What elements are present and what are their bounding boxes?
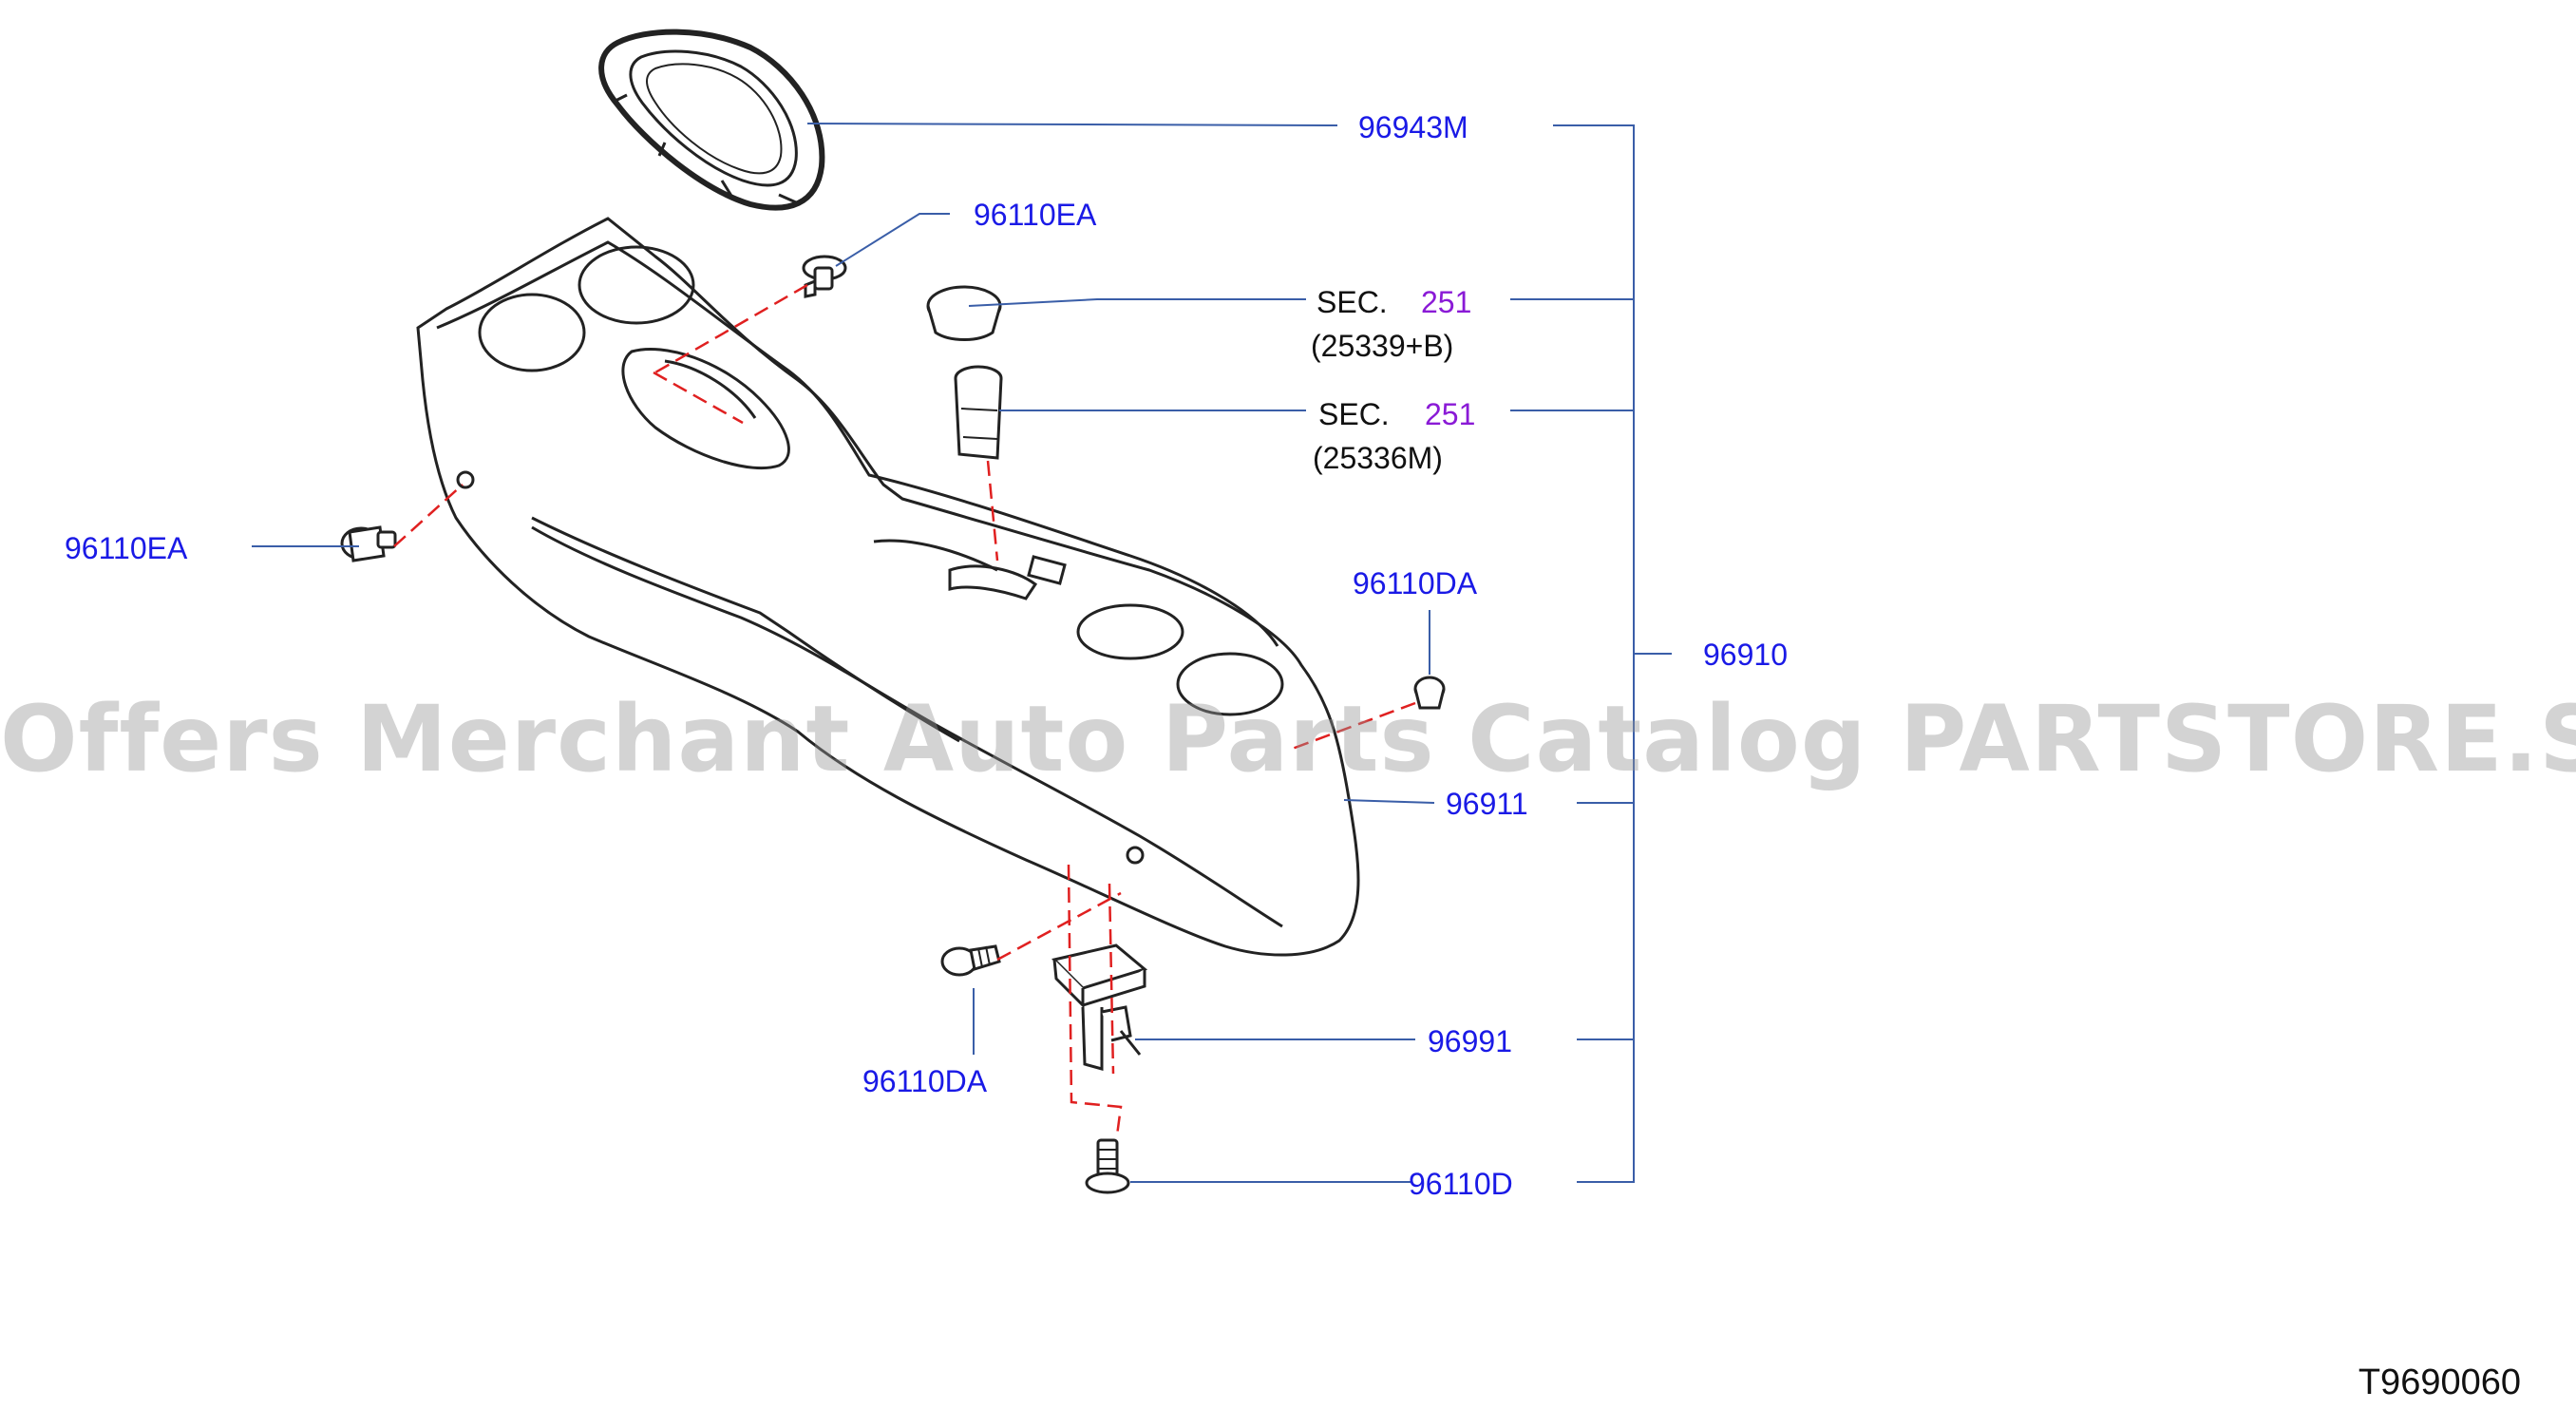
label-96911: 96911 xyxy=(1446,787,1528,821)
label-sec-251-1[interactable]: 251 xyxy=(1421,285,1472,319)
label-96943m: 96943M xyxy=(1358,110,1468,144)
socket-cap xyxy=(926,285,1002,341)
label-96110da-right: 96110DA xyxy=(1353,566,1478,600)
clip-96110ea-left xyxy=(340,525,397,562)
label-sec-sub-1: (25339+B) xyxy=(1311,329,1454,363)
label-sec-prefix-2: SEC. xyxy=(1318,397,1390,431)
leader-lines xyxy=(252,123,1672,1183)
alignment-lines xyxy=(393,283,1416,1136)
label-96110ea-left: 96110EA xyxy=(65,531,188,565)
label-sec-251-2[interactable]: 251 xyxy=(1425,397,1476,431)
label-sec-prefix-1: SEC. xyxy=(1316,285,1388,319)
clip-96110da-right xyxy=(1413,676,1446,710)
label-96110ea-top: 96110EA xyxy=(974,198,1097,232)
clip-96110ea-top xyxy=(802,255,847,298)
screw-96110da-bottom xyxy=(940,944,1001,977)
center-console-body xyxy=(416,217,1360,957)
label-96110d: 96110D xyxy=(1409,1167,1513,1201)
bolt-96110d xyxy=(1085,1138,1130,1194)
label-sec-sub-2: (25336M) xyxy=(1313,441,1443,475)
bracket-96991 xyxy=(1051,943,1148,1071)
power-socket xyxy=(954,365,1003,460)
label-96110da-bottom: 96110DA xyxy=(862,1064,988,1098)
label-96910: 96910 xyxy=(1703,638,1788,672)
watermark: Offers Merchant Auto Parts Catalog PARTS… xyxy=(0,686,2576,792)
diagram-reference: T9690060 xyxy=(2358,1362,2521,1402)
shift-bezel-ring xyxy=(598,29,825,211)
label-96991: 96991 xyxy=(1428,1024,1512,1058)
